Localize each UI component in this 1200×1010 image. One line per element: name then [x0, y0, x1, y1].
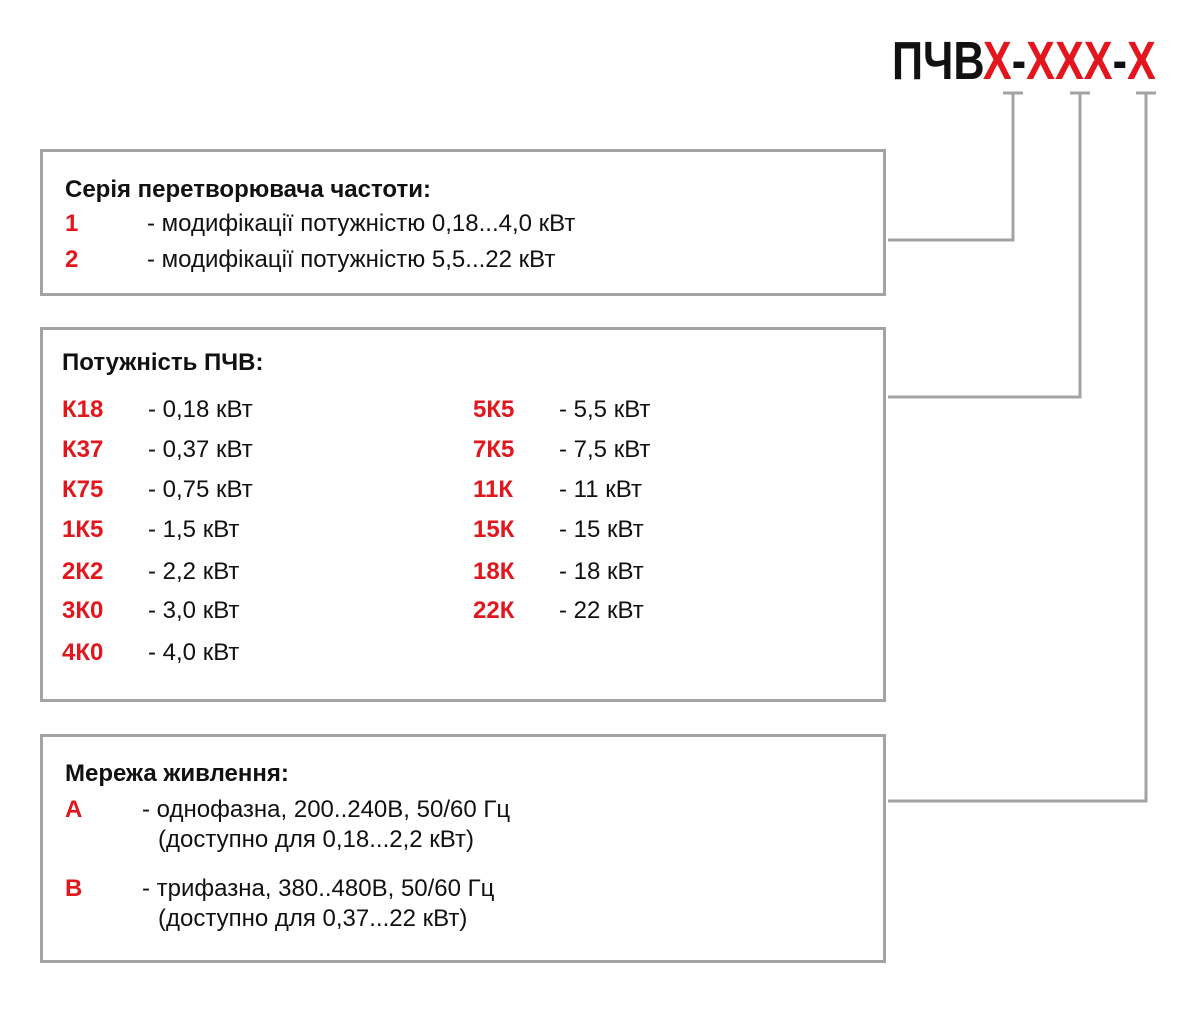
power-desc: - 4,0 кВт	[148, 639, 240, 666]
supply-note: (доступно для 0,37...22 кВт)	[158, 905, 468, 932]
power-desc: - 7,5 кВт	[559, 436, 651, 463]
power-desc: - 1,5 кВт	[148, 516, 240, 543]
series-desc: - модифікації потужністю 5,5...22 кВт	[147, 246, 556, 273]
power-code: 1К5	[62, 516, 104, 543]
power-box-title: Потужність ПЧВ:	[62, 349, 264, 376]
power-code: 18К	[473, 558, 515, 585]
power-code: 15К	[473, 516, 515, 543]
model-code-dash-2: -	[1112, 31, 1128, 91]
power-desc: - 3,0 кВт	[148, 597, 240, 624]
power-code: К18	[62, 396, 104, 423]
power-code: 22К	[473, 597, 515, 624]
model-code-supply-segment: Х	[1127, 31, 1156, 91]
power-desc: - 15 кВт	[559, 516, 644, 543]
power-desc: - 5,5 кВт	[559, 396, 651, 423]
series-box-title: Серія перетворювача частоти:	[65, 176, 431, 203]
power-desc: - 0,37 кВт	[148, 436, 253, 463]
power-code: 7К5	[473, 436, 515, 463]
series-code: 2	[65, 246, 79, 273]
connector-power	[888, 93, 1082, 399]
power-box: Потужність ПЧВ: К18 - 0,18 кВт К37 - 0,37 …	[40, 327, 886, 702]
power-desc: - 0,18 кВт	[148, 396, 253, 423]
model-code-power-segment: ХХХ	[1026, 31, 1113, 91]
power-code: 2К2	[62, 558, 104, 585]
supply-code: В	[65, 875, 83, 902]
power-desc: - 18 кВт	[559, 558, 644, 585]
power-desc: - 2,2 кВт	[148, 558, 240, 585]
supply-note: (доступно для 0,18...2,2 кВт)	[158, 826, 474, 853]
power-code: 5К5	[473, 396, 515, 423]
model-code-prefix: ПЧВ	[892, 31, 984, 91]
supply-desc: - трифазна, 380..480В, 50/60 Гц	[142, 875, 495, 902]
connector-series	[888, 91, 1015, 242]
series-box: Серія перетворювача частоти: 1 - модифік…	[40, 149, 886, 296]
supply-box: Мережа живлення: А - однофазна, 200..240…	[40, 734, 886, 963]
power-code: 11К	[473, 476, 514, 503]
power-code: 4К0	[62, 639, 104, 666]
model-code-dash-1: -	[1011, 31, 1027, 91]
power-code: 3К0	[62, 597, 104, 624]
power-code: К75	[62, 476, 104, 503]
series-code: 1	[65, 210, 79, 237]
supply-code: А	[65, 796, 83, 823]
series-desc: - модифікації потужністю 0,18...4,0 кВт	[147, 210, 576, 237]
connector-supply	[888, 93, 1148, 803]
power-desc: - 22 кВт	[559, 597, 644, 624]
power-desc: - 0,75 кВт	[148, 476, 253, 503]
supply-desc: - однофазна, 200..240В, 50/60 Гц	[142, 796, 511, 823]
model-code: ПЧВХ-ХХХ-Х	[892, 34, 1156, 88]
power-desc: - 11 кВт	[559, 476, 642, 503]
model-code-series-segment: Х	[983, 31, 1012, 91]
supply-box-title: Мережа живлення:	[65, 760, 289, 787]
power-code: К37	[62, 436, 104, 463]
